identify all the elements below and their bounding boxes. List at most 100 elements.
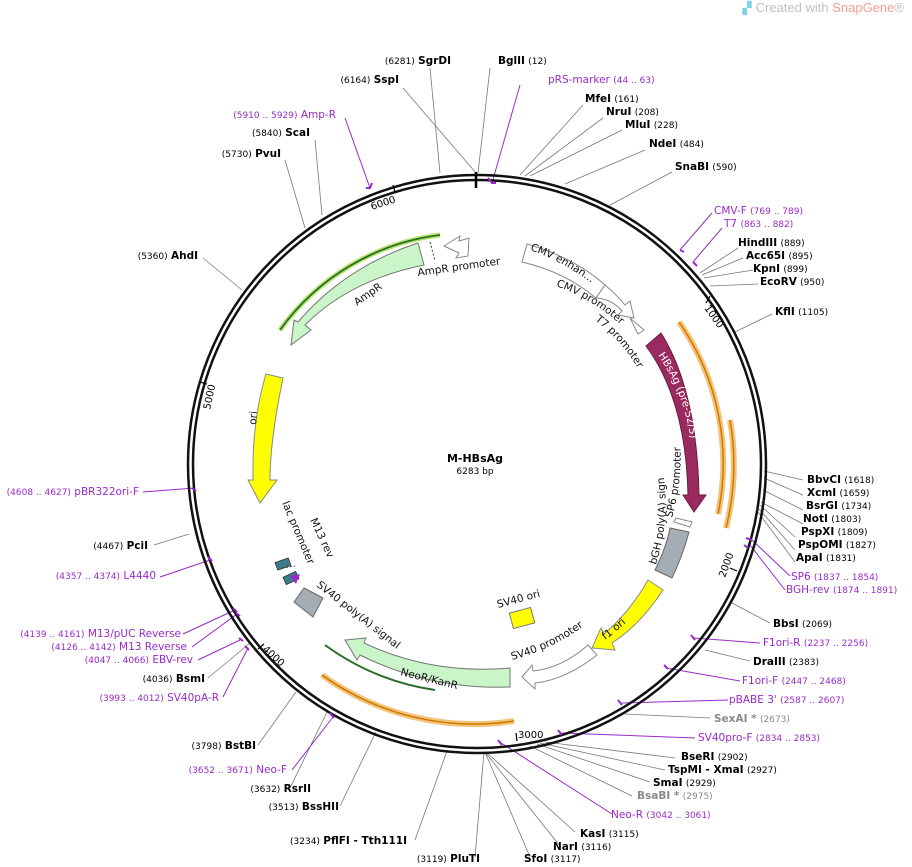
ruler-ticks: 1000 2000 3000 4000 5000 6000 (199, 184, 738, 742)
enzyme-bbsi: BbsI (2069) (773, 618, 832, 630)
tick-6000: 6000 (370, 195, 398, 213)
primer-neo-r: Neo-R (3042 .. 3061) (611, 809, 711, 821)
primer-sv40pro-f: SV40pro-F (2834 .. 2853) (698, 732, 820, 744)
watermark-brand: SnapGene (832, 0, 895, 15)
snapgene-watermark: ▞Created with SnapGene® (742, 0, 904, 15)
tick-2000: 2000 (717, 551, 736, 579)
enzyme-sspi: (6164) SspI (340, 74, 399, 86)
primer-sp6: SP6 (1837 .. 1854) (791, 571, 878, 583)
enzyme-bsrgi: BsrGI (1734) (806, 500, 871, 512)
ori-arrow (247, 373, 284, 504)
leader-lines (153, 67, 804, 858)
tick-4000: 4000 (260, 644, 286, 669)
sv40-promoter-arrow (521, 644, 598, 691)
enzyme-nrui: NruI (208) (606, 106, 659, 118)
snapgene-logo-icon: ▞ (742, 1, 752, 15)
enzyme-bsabi: BsaBI * (2975) (637, 790, 713, 802)
enzyme-sexai: SexAI * (2673) (714, 713, 790, 725)
label-hbsag: HBsAg (pre-S2/S) (656, 350, 700, 439)
enzyme-pflfi-tth111i: (3234) PflFI - Tth111I (290, 835, 407, 847)
enzyme-ecorv: EcoRV (950) (760, 276, 824, 288)
label-ampr-promoter: AmpR promoter (417, 255, 502, 279)
enzyme-kpni: KpnI (899) (753, 263, 808, 275)
tick-1000: 1000 (702, 303, 726, 330)
enzyme-mlui: MluI (228) (625, 119, 678, 131)
bgh-polya-block (654, 527, 690, 579)
enzyme-scai: (5840) ScaI (252, 127, 310, 139)
enzyme-sfoi: SfoI (3117) (524, 853, 581, 865)
neo-primer-line (324, 644, 436, 691)
enzyme-bstbi: (3798) BstBI (192, 740, 256, 752)
primer-f1ori-r: F1ori-R (2237 .. 2256) (763, 637, 868, 649)
enzyme-bsmi: (4036) BsmI (143, 673, 205, 685)
enzyme-smai: SmaI (2929) (653, 777, 716, 789)
enzyme-nari: NarI (3116) (553, 841, 611, 853)
highlight-inner-line (678, 321, 724, 515)
watermark-suffix: ® (894, 0, 904, 15)
enzyme-snabi: SnaBI (590) (675, 161, 737, 173)
watermark-prefix: Created with (755, 0, 833, 15)
enzyme-bglii: BglII (12) (498, 55, 547, 67)
ampr-promoter-arrow (442, 234, 470, 259)
primer-ebv-rev: (4047 .. 4066) EBV-rev (85, 654, 193, 666)
enzyme-labels: (6281) SgrDI BglII (12) (6164) SspI MfeI… (93, 55, 876, 865)
enzyme-ndei: NdeI (484) (649, 138, 704, 150)
plasmid-length: 6283 bp (456, 467, 493, 477)
enzyme-ahdi: (5360) AhdI (138, 250, 198, 262)
enzyme-sgrdi: (6281) SgrDI (385, 55, 451, 67)
enzyme-bbvci: BbvCI (1618) (807, 474, 874, 486)
label-ori: ori (247, 411, 260, 426)
enzyme-pspxi: PspXI (1809) (801, 526, 868, 538)
primer-t7: T7 (863 .. 882) (723, 218, 793, 230)
plasmid-name: M-HBsAg (447, 452, 503, 465)
sv40-ori-block (508, 606, 536, 630)
primer-pbr322ori-f: (4608 .. 4627) pBR322ori-F (7, 486, 139, 498)
tick-5000: 5000 (202, 383, 218, 410)
primer-prs-marker: pRS-marker (44 .. 63) (548, 74, 655, 86)
sp6-promoter-arrow (673, 517, 693, 528)
enzyme-rsrii: (3632) RsrII (250, 783, 311, 795)
enzyme-hindiii: HindIII (889) (738, 237, 805, 249)
primer-marks (191, 177, 753, 746)
enzyme-noti: NotI (1803) (803, 513, 861, 525)
cmv-promoter-arrow (595, 284, 635, 319)
label-lac-promoter: lac promoter (279, 499, 317, 566)
tick-3000: 3000 (518, 730, 543, 741)
enzyme-kfli: KflI (1105) (775, 306, 828, 318)
primer-f1ori-f: F1ori-F (2447 .. 2468) (742, 675, 846, 687)
amp-highlight-line (279, 234, 441, 331)
primer-cmv-f: CMV-F (769 .. 789) (714, 205, 803, 217)
enzyme-mfei: MfeI (161) (585, 93, 639, 105)
primer-amp-r: (5910 .. 5929) Amp-R (233, 109, 336, 121)
enzyme-acc65i: Acc65I (895) (746, 250, 813, 262)
t7-promoter-arrow (629, 317, 645, 335)
primer-bgh-rev: BGH-rev (1874 .. 1891) (786, 584, 897, 596)
primer-pbabe-3: pBABE 3' (2587 .. 2607) (729, 694, 844, 706)
primer-l4440: (4357 .. 4374) L4440 (56, 570, 156, 582)
primer-sv40pa-r: (3993 .. 4012) SV40pA-R (99, 692, 219, 704)
highlight-outer-line (725, 419, 735, 529)
enzyme-bseri: BseRI (2902) (681, 751, 748, 763)
cap-binding-site (274, 557, 292, 571)
neor-arrow (344, 637, 511, 688)
primer-labels: pRS-marker (44 .. 63) (5910 .. 5929) Amp… (7, 74, 898, 821)
enzyme-pspomi: PspOMI (1827) (798, 539, 876, 551)
enzyme-bsshii: (3513) BssHII (269, 801, 339, 813)
feature-arrows (247, 232, 737, 728)
m13-rev-mark (290, 574, 300, 584)
enzyme-pcii: (4467) PciI (93, 540, 148, 552)
label-sv40-ori: SV40 ori (496, 588, 542, 611)
f1-ori-arrow (591, 579, 664, 651)
ampr-arrow (290, 242, 425, 347)
ampr-promoter-junction (429, 241, 436, 262)
primer-m13-puc-reverse: (4139 .. 4161) M13/pUC Reverse (20, 628, 181, 640)
enzyme-draiii: DraIII (2383) (753, 656, 819, 668)
enzyme-apai: ApaI (1831) (796, 552, 856, 564)
enzyme-tspmi-xmai: TspMI - XmaI (2927) (668, 764, 777, 776)
primer-neo-f: (3652 .. 3671) Neo-F (189, 764, 287, 776)
primer-m13-reverse: (4126 .. 4142) M13 Reverse (51, 641, 187, 653)
enzyme-pluti: (3119) PluTI (417, 853, 480, 865)
sv40-polya-block (293, 587, 324, 618)
enzyme-xcmi: XcmI (1659) (807, 487, 869, 499)
